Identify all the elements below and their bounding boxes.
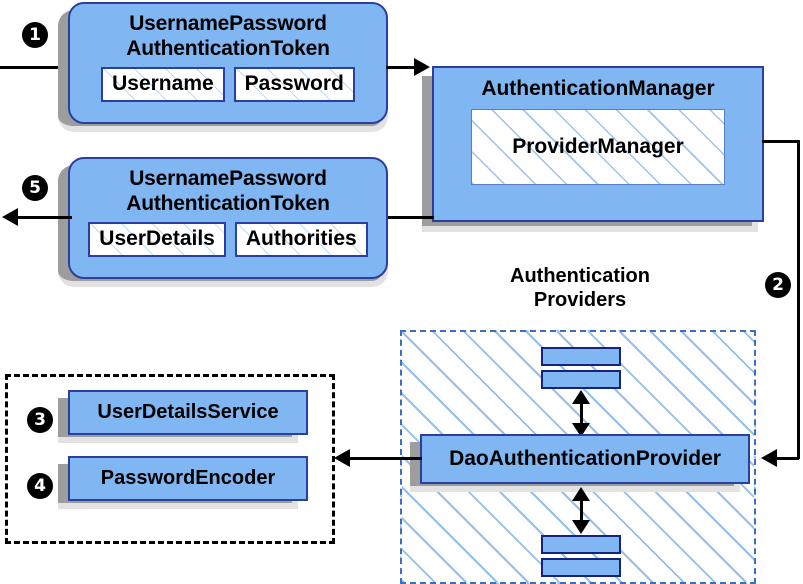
other-provider-bar-bottom-2 — [541, 558, 621, 577]
request-token-title: UsernamePassword AuthenticationToken — [126, 11, 330, 61]
password-encoder-box: PasswordEncoder — [68, 456, 308, 501]
connector-into-provider — [777, 457, 799, 460]
user-details-service-label: UserDetailsService — [97, 401, 279, 423]
dao-authentication-provider-label: DaoAuthenticationProvider — [449, 447, 721, 470]
arrowhead-provider-bottom-up — [572, 487, 590, 501]
other-provider-bar-top-1 — [541, 347, 621, 366]
step-marker-2: 2 — [765, 272, 791, 298]
request-token-title-line1: UsernamePassword — [129, 12, 327, 35]
authentication-manager-title: AuthenticationManager — [481, 77, 715, 100]
connector-provider-top — [580, 396, 583, 430]
connector-manager-right-exit — [762, 140, 800, 143]
other-provider-bar-top-2 — [541, 370, 621, 389]
step-marker-3: 3 — [27, 407, 53, 433]
user-details-service-box: UserDetailsService — [68, 390, 308, 435]
response-token-title: UsernamePassword AuthenticationToken — [126, 166, 330, 216]
step-marker-5: 5 — [22, 175, 48, 201]
request-token-fields: Username Password — [101, 67, 355, 102]
field-user-details: UserDetails — [88, 222, 226, 257]
arrowhead-provider-to-dependencies — [334, 449, 350, 467]
response-token-box: UsernamePassword AuthenticationToken Use… — [68, 157, 388, 279]
dao-authentication-provider-box: DaoAuthenticationProvider — [420, 434, 750, 484]
field-authorities: Authorities — [234, 222, 368, 257]
connector-provider-to-dependencies — [350, 457, 422, 460]
connector-manager-to-response — [388, 216, 434, 219]
arrowhead-into-provider — [761, 449, 777, 467]
connector-response-out — [18, 216, 72, 219]
connector-manager-down — [797, 140, 800, 459]
providers-label-line2: Providers — [533, 289, 627, 311]
arrowhead-provider-top-up — [572, 390, 590, 404]
arrowhead-provider-bottom-down — [572, 520, 590, 534]
request-token-title-line2: AuthenticationToken — [126, 37, 330, 60]
field-password: Password — [233, 67, 355, 102]
arrowhead-token-to-manager — [414, 58, 430, 76]
response-token-fields: UserDetails Authorities — [88, 222, 368, 257]
connector-token-to-manager — [386, 66, 418, 69]
other-provider-bar-bottom-1 — [541, 535, 621, 554]
authentication-providers-label: Authentication Providers — [455, 264, 705, 312]
authentication-manager-box: AuthenticationManager ProviderManager — [432, 66, 764, 222]
response-token-title-line1: UsernamePassword — [129, 167, 327, 190]
step-marker-4: 4 — [27, 473, 53, 499]
step-marker-1: 1 — [22, 22, 48, 48]
request-token-box: UsernamePassword AuthenticationToken Use… — [68, 2, 388, 124]
provider-manager-box: ProviderManager — [471, 109, 725, 185]
password-encoder-label: PasswordEncoder — [100, 467, 276, 489]
response-token-title-line2: AuthenticationToken — [126, 192, 330, 215]
connector-request-in — [0, 66, 70, 69]
connector-provider-bottom — [580, 493, 583, 527]
arrowhead-provider-top-down — [572, 423, 590, 437]
arrowhead-response-out — [2, 208, 18, 226]
field-username: Username — [101, 67, 225, 102]
providers-label-line1: Authentication — [510, 265, 650, 287]
